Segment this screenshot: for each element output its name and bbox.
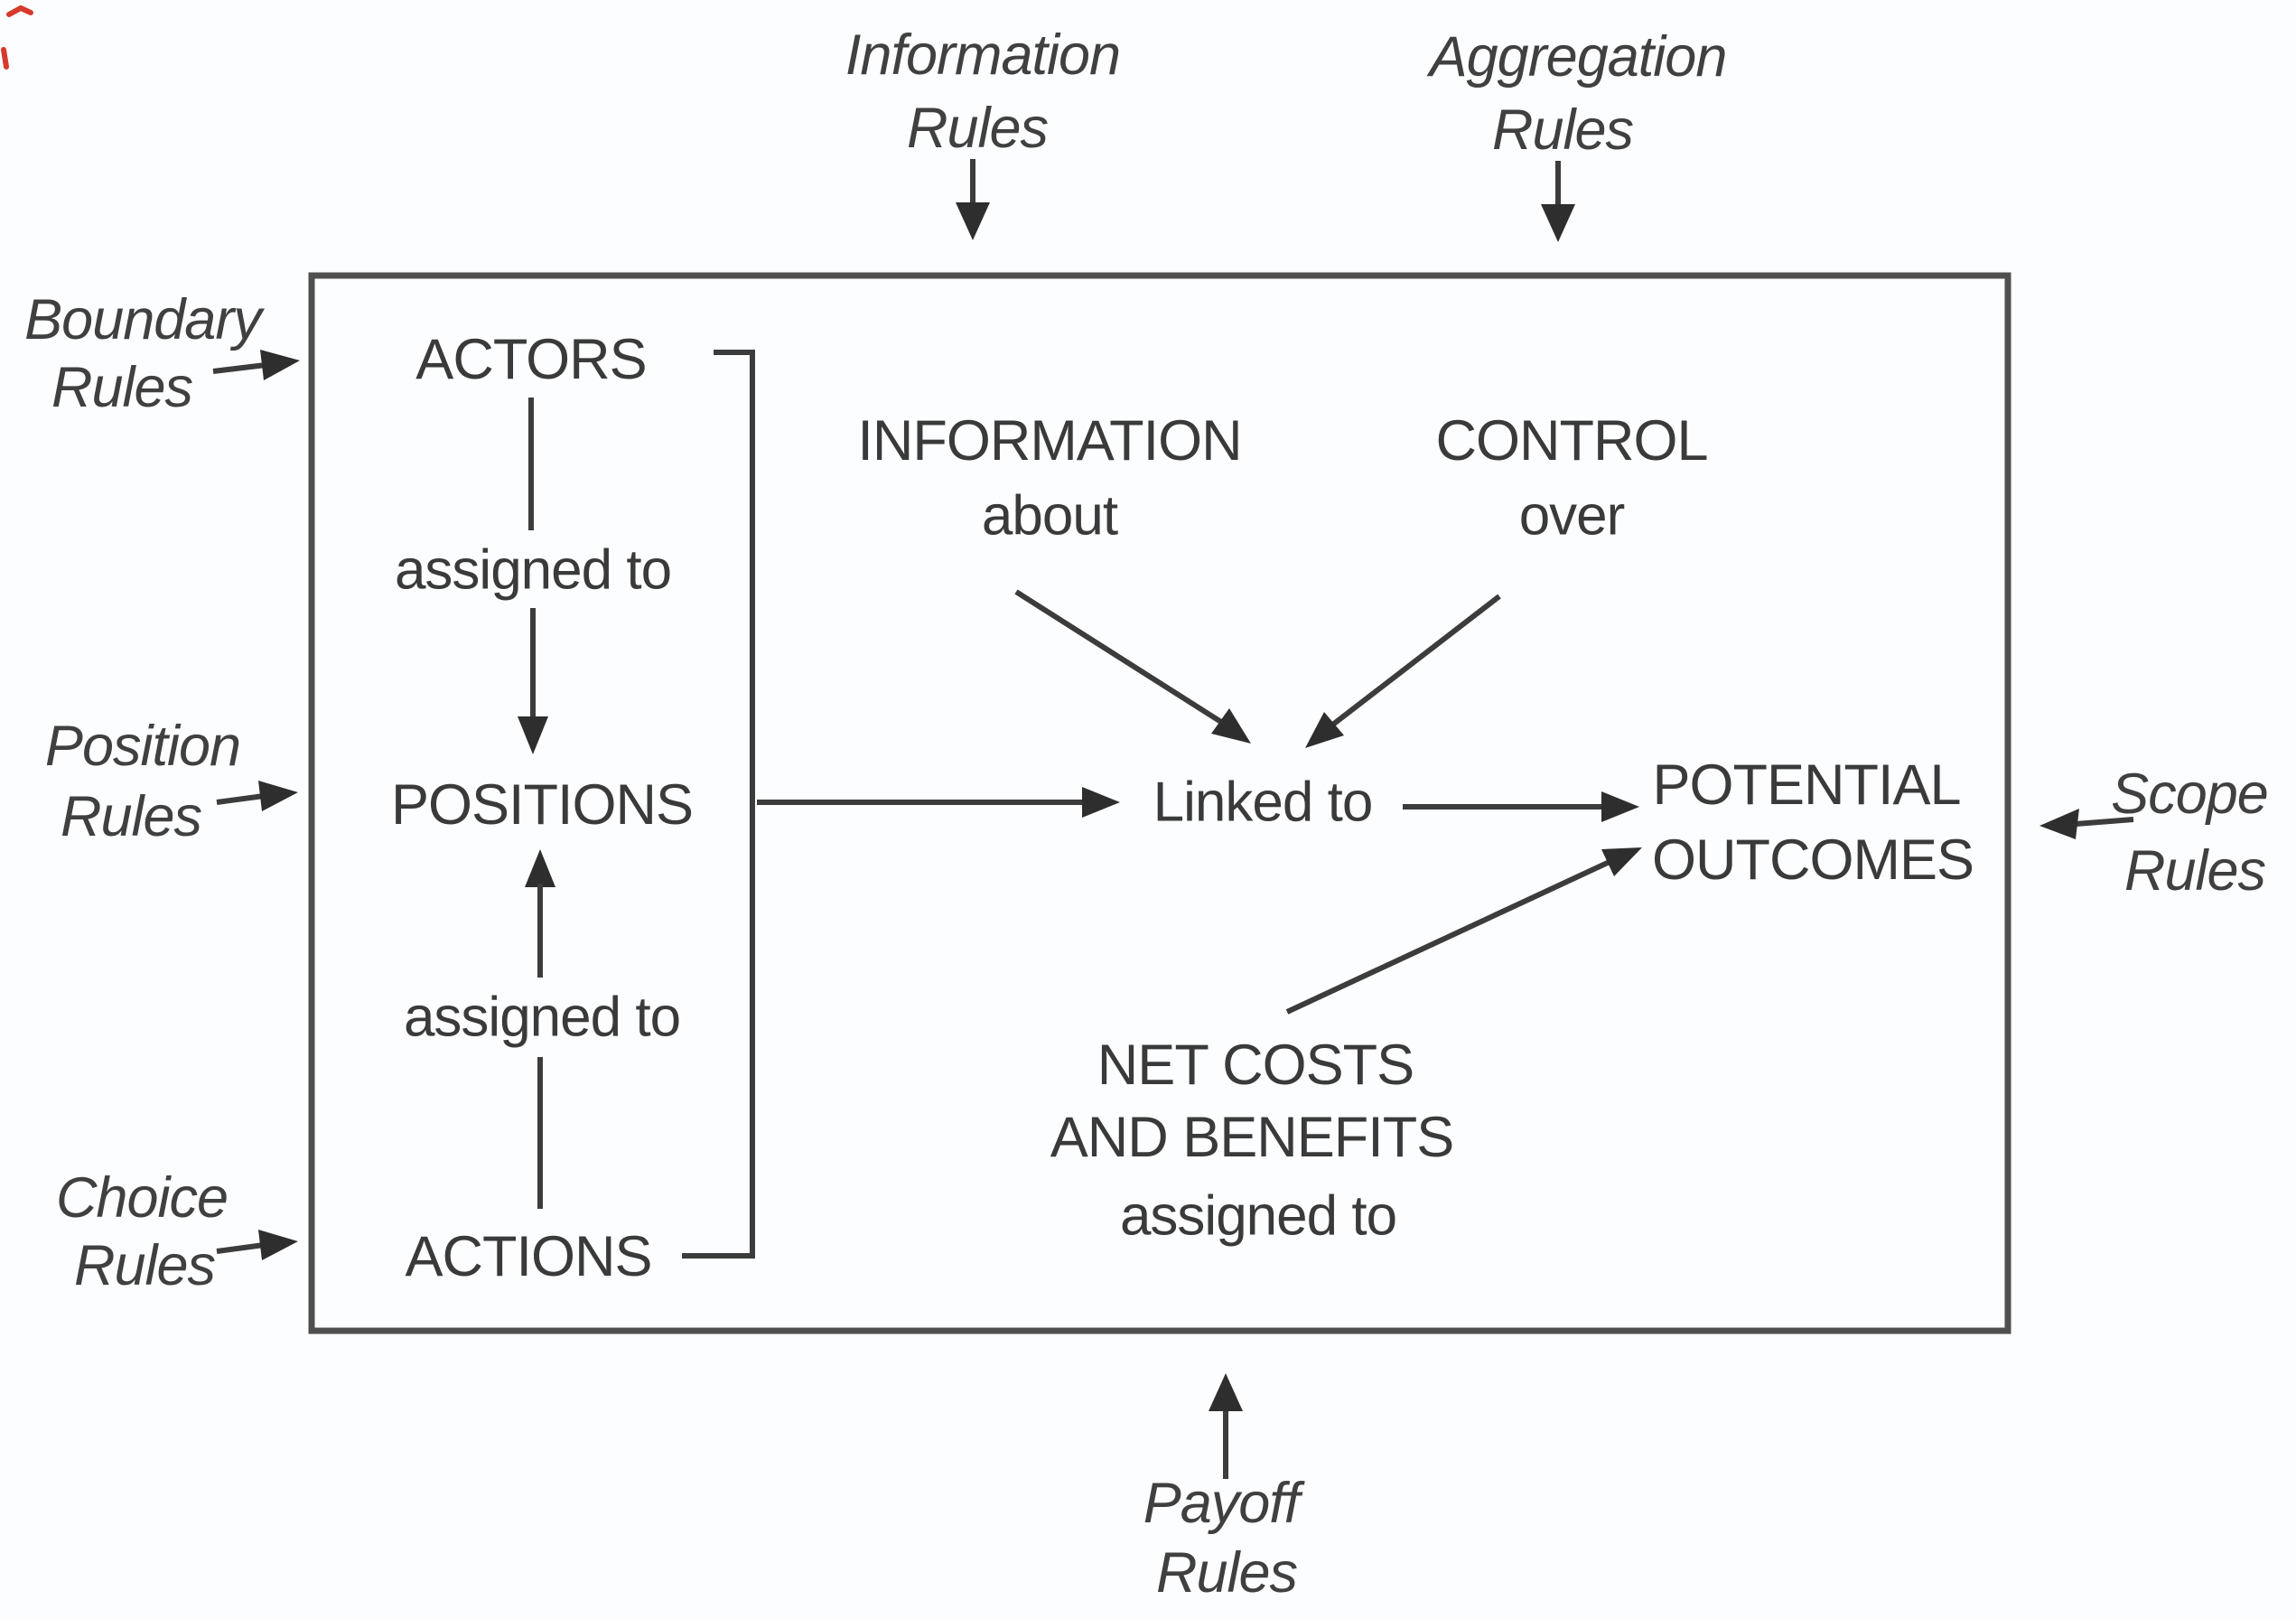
information-rules-label-line1: Information xyxy=(845,23,1120,87)
choice-rules-label-line1: Choice xyxy=(56,1166,228,1230)
net-costs-label-line2: AND BENEFITS xyxy=(1050,1106,1454,1169)
boundary-rules-arrow-shaft xyxy=(212,362,266,374)
choice-rules-arrowhead xyxy=(258,1230,298,1260)
payoff-rules-label-line2: Rules xyxy=(1156,1541,1298,1605)
information-about-label-line2: about xyxy=(982,485,1118,547)
control-to-linked-arrowhead xyxy=(1305,712,1344,748)
choice-rules-label-line2: Rules xyxy=(74,1234,216,1297)
actors-actions-bracket xyxy=(682,350,755,1259)
red-tick-mark xyxy=(1,47,9,70)
assigned-to-label-1: assigned to xyxy=(395,539,671,602)
linked-to-label: Linked to xyxy=(1153,772,1373,834)
netcosts-to-outcomes-arrow-shaft xyxy=(1285,858,1613,1015)
payoff-rules-arrowhead xyxy=(1209,1373,1243,1411)
information-rules-label-line2: Rules xyxy=(907,97,1049,160)
netcosts-to-outcomes-arrowhead xyxy=(1601,847,1642,876)
positions-to-linked-arrowhead xyxy=(1082,787,1120,818)
boundary-rules-label-line2: Rules xyxy=(51,356,193,419)
assigned-to-positions-arrowhead xyxy=(518,716,548,754)
information-about-label-line1: INFORMATION xyxy=(857,409,1241,473)
actions-label: ACTIONS xyxy=(405,1225,651,1288)
potential-outcomes-label-line1: POTENTIAL xyxy=(1652,753,1960,817)
position-rules-label-line1: Position xyxy=(45,715,240,778)
position-rules-label-line2: Rules xyxy=(61,785,202,848)
actions-to-positions-arrowhead xyxy=(525,849,555,887)
information-rules-arrowhead xyxy=(956,202,990,240)
boundary-rules-arrowhead xyxy=(260,350,300,380)
positions-label: POSITIONS xyxy=(391,773,693,837)
choice-rules-arrow-shaft xyxy=(216,1242,265,1254)
actors-label: ACTORS xyxy=(415,328,646,391)
net-costs-label-line3: assigned to xyxy=(1120,1185,1396,1248)
assigned-to-label-2: assigned to xyxy=(404,987,680,1049)
information-to-linked-arrowhead xyxy=(1211,708,1251,744)
red-scribble-mark xyxy=(6,5,33,17)
linked-to-outcomes-arrowhead xyxy=(1601,791,1639,822)
aggregation-rules-label-line2: Rules xyxy=(1492,98,1634,162)
net-costs-label-line1: NET COSTS xyxy=(1097,1034,1414,1097)
aggregation-rules-label-line1: Aggregation xyxy=(1426,25,1727,89)
aggregation-rules-arrowhead xyxy=(1541,204,1575,242)
control-to-linked-arrow-shaft xyxy=(1329,594,1501,729)
action-situation-box xyxy=(308,272,2011,1334)
information-to-linked-arrow-shaft xyxy=(1014,589,1226,726)
scope-rules-label-line1: Scope xyxy=(2111,763,2268,826)
position-rules-arrow-shaft xyxy=(216,793,265,805)
control-over-label-line1: CONTROL xyxy=(1435,409,1707,473)
boundary-rules-label-line1: Boundary xyxy=(24,288,265,351)
payoff-rules-label-line1: Payoff xyxy=(1143,1472,1305,1535)
scope-rules-arrowhead xyxy=(2039,809,2079,839)
scope-rules-label-line2: Rules xyxy=(2124,839,2266,903)
scope-rules-arrow-shaft xyxy=(2075,817,2134,827)
position-rules-arrowhead xyxy=(258,781,298,811)
potential-outcomes-label-line2: OUTCOMES xyxy=(1652,828,1974,892)
control-over-label-line2: over xyxy=(1519,485,1625,547)
